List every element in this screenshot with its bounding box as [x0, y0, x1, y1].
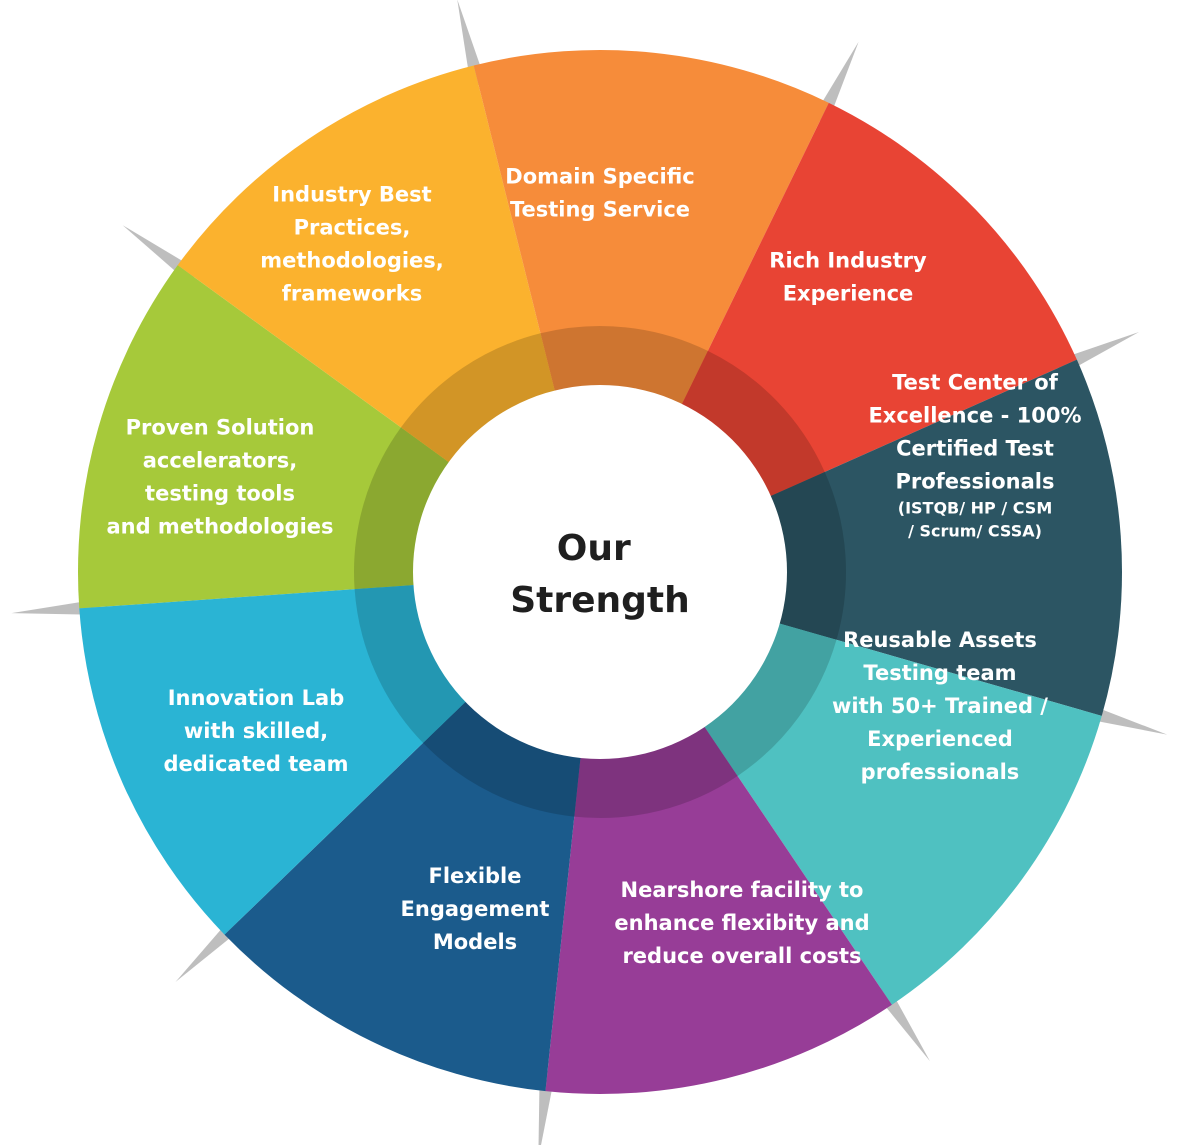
- label-line: Innovation Lab: [168, 686, 345, 710]
- label-test-center: Test Center of Excellence - 100% Certified…: [868, 371, 1081, 541]
- label-line: dedicated team: [163, 752, 348, 776]
- label-line: Test Center of: [892, 371, 1059, 395]
- label-line: Testing team: [863, 661, 1016, 685]
- divider-spike: [11, 599, 100, 615]
- label-line: Certified Test: [896, 437, 1054, 461]
- label-line-small: (ISTQB/ HP / CSM: [898, 499, 1053, 518]
- label-line: reduce overall costs: [622, 944, 861, 968]
- label-line: Domain Specific: [505, 165, 694, 189]
- center-title-line-2: Strength: [510, 580, 690, 621]
- label-line: professionals: [861, 760, 1020, 784]
- label-line: Experience: [783, 282, 914, 306]
- label-innovation-lab: Innovation Lab with skilled, dedicated tea…: [163, 686, 348, 776]
- label-line: and methodologies: [106, 515, 333, 539]
- label-line: accelerators,: [143, 449, 298, 473]
- label-line: Excellence - 100%: [868, 404, 1081, 428]
- center-title: Our Strength: [510, 528, 690, 621]
- label-line: Proven Solution: [126, 416, 315, 440]
- label-line: Experienced: [867, 727, 1013, 751]
- label-line: with 50+ Trained /: [832, 694, 1048, 718]
- label-line-small: / Scrum/ CSSA): [908, 522, 1042, 541]
- center-circle: [413, 385, 787, 759]
- label-line: Models: [433, 930, 517, 954]
- label-line: Industry Best: [272, 183, 431, 207]
- segments: [77, 50, 1123, 1094]
- label-line: testing tools: [145, 482, 295, 506]
- label-line: enhance flexibity and: [614, 911, 869, 935]
- label-line: Engagement: [401, 897, 550, 921]
- segment-test-center: [473, 50, 829, 572]
- label-line: with skilled,: [184, 719, 328, 743]
- label-proven-solution: Proven Solution accelerators, testing tool…: [106, 416, 333, 539]
- label-line: Professionals: [896, 470, 1055, 494]
- label-nearshore: Nearshore facility to enhance flexibity a…: [614, 878, 869, 968]
- label-line: Nearshore facility to: [621, 878, 864, 902]
- label-line: Testing Service: [510, 198, 690, 222]
- label-line: Rich Industry: [769, 249, 927, 273]
- label-line: Reusable Assets: [843, 628, 1037, 652]
- label-line: Practices,: [294, 216, 411, 240]
- label-line: Flexible: [428, 864, 521, 888]
- label-line: frameworks: [282, 282, 422, 306]
- center-title-line-1: Our: [557, 528, 631, 569]
- label-line: methodologies,: [260, 249, 444, 273]
- segment-nearshore: [600, 359, 1123, 716]
